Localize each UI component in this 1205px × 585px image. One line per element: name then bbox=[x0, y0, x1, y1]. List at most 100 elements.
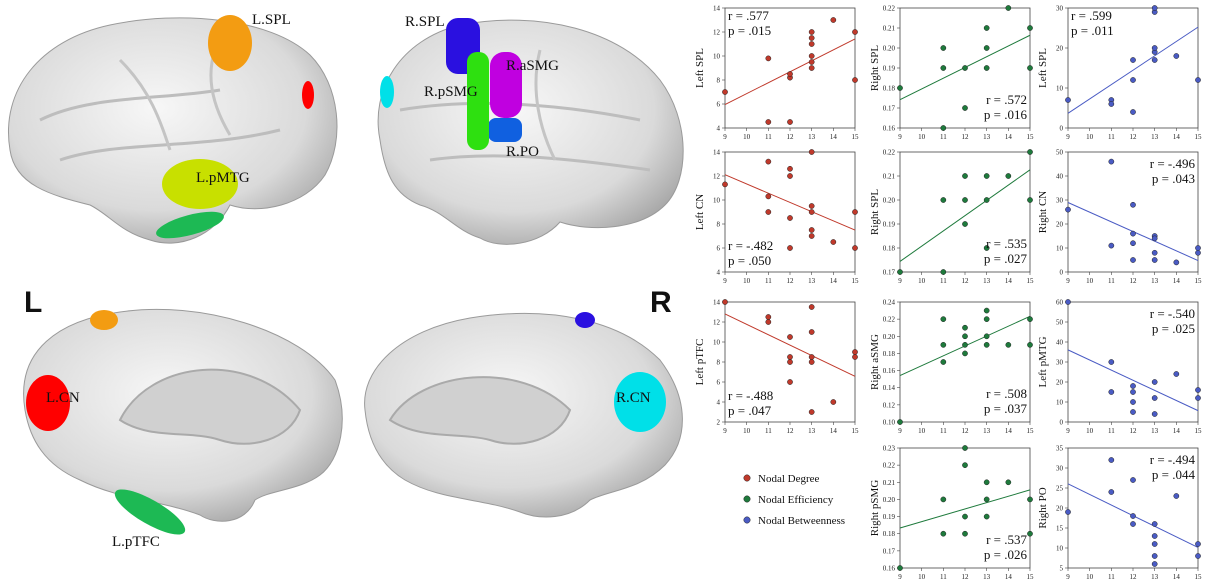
x-tick-label: 10 bbox=[743, 277, 751, 285]
y-tick-label: 0.22 bbox=[883, 316, 896, 324]
data-point bbox=[808, 233, 815, 239]
data-point bbox=[1130, 201, 1136, 208]
x-tick-label: 14 bbox=[1173, 133, 1181, 141]
y-tick-label: 10 bbox=[713, 53, 721, 61]
p-value: p = .011 bbox=[1071, 23, 1114, 38]
data-point bbox=[1108, 489, 1115, 495]
x-tick-label: 10 bbox=[743, 427, 751, 435]
data-point bbox=[1151, 249, 1158, 256]
regression-line bbox=[1067, 349, 1199, 412]
data-point bbox=[1151, 257, 1158, 263]
region-rspl-medial bbox=[575, 312, 595, 328]
data-point bbox=[1005, 342, 1012, 348]
data-point bbox=[1195, 387, 1201, 393]
data-point bbox=[1065, 299, 1071, 305]
x-tick-label: 9 bbox=[1066, 427, 1070, 435]
y-tick-label: 30 bbox=[1056, 197, 1064, 205]
data-point bbox=[787, 334, 793, 340]
x-tick-label: 9 bbox=[898, 277, 902, 285]
region-lcn-edge bbox=[302, 81, 314, 109]
region-rcn bbox=[614, 372, 666, 432]
data-point bbox=[808, 53, 815, 59]
data-point bbox=[808, 59, 815, 65]
data-point bbox=[852, 349, 858, 355]
data-point bbox=[808, 65, 815, 71]
data-point bbox=[962, 342, 968, 348]
data-point bbox=[765, 314, 772, 320]
y-tick-label: 0.10 bbox=[883, 419, 896, 427]
data-point bbox=[1130, 383, 1136, 389]
y-axis-label: Right SPL bbox=[869, 189, 881, 235]
y-tick-label: 60 bbox=[1056, 299, 1064, 307]
y-tick-label: 4 bbox=[717, 269, 721, 277]
y-tick-label: 12 bbox=[713, 319, 721, 327]
y-tick-label: 4 bbox=[717, 125, 721, 133]
data-point bbox=[940, 125, 947, 131]
x-tick-label: 15 bbox=[852, 427, 860, 435]
y-tick-label: 6 bbox=[717, 379, 721, 387]
x-tick-label: 12 bbox=[1130, 427, 1138, 435]
r-value: r = .577 bbox=[728, 8, 769, 23]
data-point bbox=[1151, 235, 1158, 242]
x-tick-label: 13 bbox=[1151, 277, 1159, 285]
regression-line bbox=[724, 313, 856, 377]
data-point bbox=[983, 316, 990, 322]
y-tick-label: 0.16 bbox=[883, 565, 896, 573]
data-point bbox=[1005, 173, 1012, 179]
data-point bbox=[940, 316, 947, 322]
x-tick-label: 11 bbox=[940, 133, 947, 141]
data-point bbox=[1151, 395, 1158, 401]
data-point bbox=[1130, 257, 1136, 263]
p-value: p = .047 bbox=[728, 403, 772, 418]
x-tick-label: 12 bbox=[1130, 573, 1138, 581]
p-value: p = .015 bbox=[728, 23, 771, 38]
hemi-right-label: R bbox=[650, 286, 672, 319]
data-point bbox=[962, 445, 968, 451]
right-lateral-brain: R.SPL R.aSMG R.pSMG R.PO bbox=[377, 14, 684, 245]
y-tick-label: 0.22 bbox=[883, 149, 896, 157]
label-lcn: L.CN bbox=[46, 390, 80, 406]
x-tick-label: 9 bbox=[723, 133, 727, 141]
y-tick-label: 0.21 bbox=[883, 25, 896, 33]
x-tick-label: 15 bbox=[1195, 573, 1203, 581]
data-point bbox=[1151, 541, 1158, 547]
regression-line bbox=[899, 489, 1031, 529]
data-point bbox=[830, 17, 837, 23]
data-point bbox=[1065, 206, 1071, 213]
y-tick-label: 0.14 bbox=[883, 384, 896, 392]
data-point bbox=[1173, 53, 1180, 59]
y-tick-label: 8 bbox=[717, 359, 721, 367]
r-value: r = -.540 bbox=[1150, 306, 1195, 321]
data-point bbox=[962, 105, 968, 111]
legend-label: Nodal Efficiency bbox=[758, 494, 834, 506]
y-tick-label: 0.16 bbox=[883, 125, 896, 133]
data-point bbox=[1195, 541, 1201, 547]
x-tick-label: 13 bbox=[983, 427, 991, 435]
data-point bbox=[765, 55, 772, 62]
data-point bbox=[1005, 479, 1012, 486]
region-rcn-edge bbox=[380, 76, 394, 108]
y-tick-label: 30 bbox=[1056, 5, 1064, 13]
x-tick-label: 13 bbox=[983, 133, 991, 141]
data-point bbox=[897, 565, 903, 571]
x-tick-label: 14 bbox=[830, 277, 838, 285]
data-point bbox=[983, 197, 990, 203]
data-point bbox=[1130, 230, 1136, 237]
y-tick-label: 0.17 bbox=[883, 269, 896, 277]
right-medial-brain: R.CN bbox=[364, 312, 683, 518]
data-point bbox=[962, 462, 968, 468]
y-axis-label: Left SPL bbox=[694, 48, 706, 88]
y-tick-label: 2 bbox=[717, 419, 721, 427]
y-axis-label: Right pSMG bbox=[869, 480, 881, 537]
data-point bbox=[808, 149, 815, 155]
y-tick-label: 0.12 bbox=[883, 401, 896, 409]
label-rcn: R.CN bbox=[616, 390, 651, 406]
x-tick-label: 13 bbox=[808, 133, 816, 141]
data-point bbox=[1027, 149, 1033, 155]
r-value: r = .535 bbox=[986, 236, 1027, 251]
y-tick-label: 10 bbox=[1056, 85, 1064, 93]
x-tick-label: 11 bbox=[765, 133, 772, 141]
